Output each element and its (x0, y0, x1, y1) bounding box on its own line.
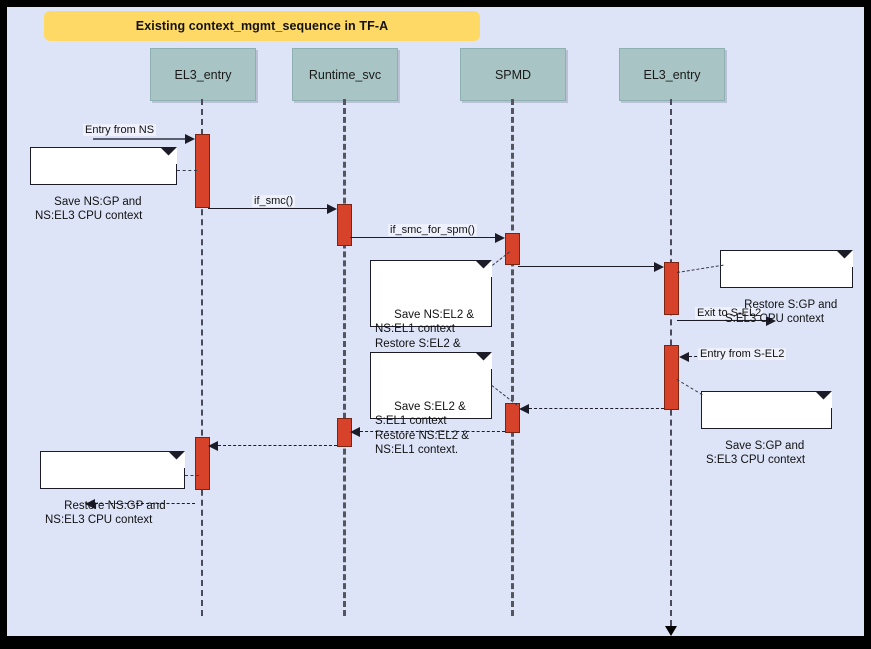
arrow-head-return-el3-right-to-spmd-icon (519, 404, 529, 414)
arrow-head-exit-to-ns-icon (85, 499, 95, 509)
note-link-save-s-gp (676, 379, 703, 396)
note-text: Save S:EL2 & S:EL1 context Restore NS:EL… (375, 400, 469, 457)
message-label-entry-from-ns: Entry from NS (83, 124, 157, 136)
arrow-head-entry-from-s-el2-icon (679, 352, 689, 362)
activation-bar-el3-left-2 (195, 437, 210, 490)
lifeline-line-spmd (511, 99, 514, 616)
diagram-title-banner: Existing context_mgmt_sequence in TF-A (44, 11, 480, 41)
message-line-entry-from-ns (93, 138, 185, 140)
note-fold-fill-icon (475, 260, 492, 277)
message-label-if-smc: if_smc() (252, 195, 296, 207)
note-text: Save S:GP and S:EL3 CPU context (706, 439, 806, 467)
arrow-head-spmd-to-el3-right-icon (654, 262, 664, 272)
message-line-exit-to-ns (95, 503, 195, 504)
note-fold-fill-icon (168, 451, 185, 468)
lifeline-label: EL3_entry (174, 67, 232, 82)
message-line-if-smc (208, 208, 327, 209)
arrow-head-exit-to-s-el2-icon (766, 316, 776, 326)
activation-bar-spmd-1 (505, 233, 520, 265)
note-restore-ns-gp: Restore NS:GP and NS:EL3 CPU context (40, 451, 185, 526)
activation-bar-runtime-svc-1 (337, 204, 352, 246)
note-text: Restore S:GP and S:EL3 CPU context (725, 298, 838, 326)
note-save-ns-el2: Save NS:EL2 & NS:EL1 context Restore S:E… (370, 260, 492, 364)
lifeline-line-runtime-svc (343, 99, 346, 616)
activation-bar-el3-right-1 (664, 262, 679, 315)
arrow-head-if-smc-icon (327, 204, 337, 214)
message-line-spmd-to-el3-right (518, 266, 654, 267)
note-link-restore-s-gp (677, 264, 724, 273)
arrow-head-entry-from-ns-icon (185, 134, 195, 144)
note-save-ns-gp: Save NS:GP and NS:EL3 CPU context (30, 147, 177, 222)
note-restore-s-gp: Restore S:GP and S:EL3 CPU context (720, 250, 853, 325)
diagram-canvas: Existing context_mgmt_sequence in TF-A E… (7, 7, 864, 636)
activation-bar-el3-left-1 (195, 134, 210, 208)
lifeline-head-el3-entry-left[interactable]: EL3_entry (150, 48, 256, 101)
note-link-save-ns-gp (177, 170, 197, 171)
lifeline-head-runtime-svc[interactable]: Runtime_svc (292, 48, 398, 101)
lifeline-head-spmd[interactable]: SPMD (460, 48, 566, 101)
note-fold-fill-icon (160, 147, 177, 164)
message-label-entry-from-s-el2: Entry from S-EL2 (698, 348, 787, 360)
note-text: Restore NS:GP and NS:EL3 CPU context (45, 499, 166, 527)
lifeline-line-el3-entry-left (201, 99, 203, 616)
note-save-s-gp: Save S:GP and S:EL3 CPU context (701, 391, 832, 466)
arrow-head-if-smc-for-spm-icon (495, 233, 505, 243)
lifeline-label: EL3_entry (643, 67, 701, 82)
note-fold-fill-icon (475, 352, 492, 369)
message-label-if-smc-for-spm: if_smc_for_spm() (388, 224, 477, 236)
message-line-return-runtime-svc-to-el3-left (218, 445, 337, 446)
note-link-restore-ns-gp (185, 475, 199, 476)
note-save-s-el2: Save S:EL2 & S:EL1 context Restore NS:EL… (370, 352, 492, 456)
activation-bar-el3-right-2 (664, 345, 679, 410)
message-label-exit-to-s-el2: Exit to S-EL2 (695, 307, 764, 319)
message-line-if-smc-for-spm (350, 237, 495, 238)
lifeline-terminator-arrow-icon (665, 626, 677, 636)
message-line-return-spmd-to-runtime-svc (360, 431, 505, 432)
note-fold-fill-icon (815, 391, 832, 408)
message-line-return-el3-right-to-spmd (529, 408, 664, 409)
arrow-head-return-spmd-to-runtime-svc-icon (350, 427, 360, 437)
activation-bar-spmd-2 (505, 403, 520, 433)
note-text: Save NS:GP and NS:EL3 CPU context (35, 195, 143, 223)
message-line-exit-to-s-el2 (677, 320, 766, 321)
lifeline-head-el3-entry-right[interactable]: EL3_entry (619, 48, 725, 101)
note-fold-fill-icon (836, 250, 853, 267)
lifeline-label: SPMD (494, 67, 532, 82)
lifeline-label: Runtime_svc (308, 67, 382, 82)
arrow-head-return-runtime-svc-to-el3-left-icon (208, 441, 218, 451)
